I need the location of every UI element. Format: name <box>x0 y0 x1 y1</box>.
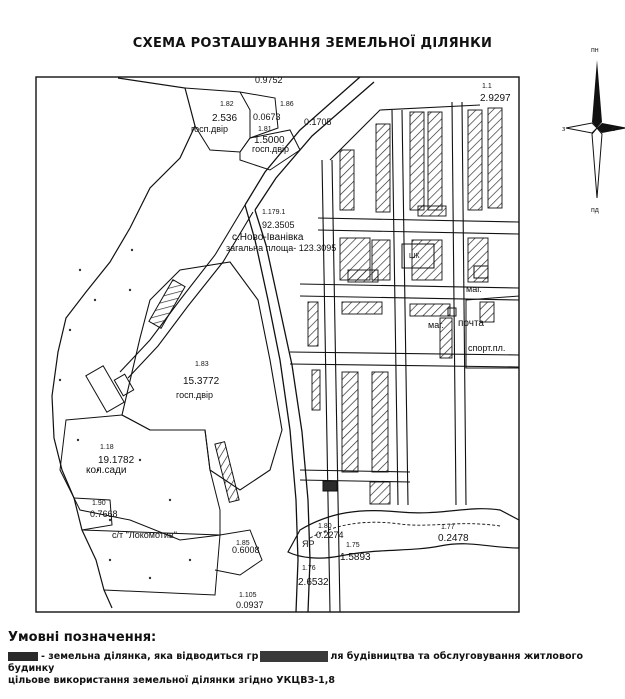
compass-rose: пн пд з с <box>562 47 625 214</box>
parcel-0673-boundary <box>239 91 279 139</box>
parcel-153772-id: 1.83 <box>195 361 209 368</box>
parcel-15000-label: госп.двір <box>252 144 289 154</box>
parcel-2536-value: 2.536 <box>212 113 237 124</box>
settlement-boundary <box>51 77 196 609</box>
parcel-191782-label: кол.сади <box>86 465 126 476</box>
parcel-06008-value: 0.6008 <box>232 545 260 555</box>
parcel-191782-boundary <box>59 414 221 541</box>
ravine-inner <box>309 521 501 539</box>
village-streets <box>289 101 520 613</box>
parcel-06008-boundary <box>214 529 263 576</box>
garden-markers <box>58 248 192 580</box>
compass-south: пд <box>591 207 599 214</box>
south-road-edge <box>254 209 311 613</box>
shop-label-1: маг. <box>466 284 482 294</box>
sport-ground-label: спорт.пл. <box>468 343 505 353</box>
parcel-02274-id: 1.80 <box>318 523 332 530</box>
legend-title: Умовні позначення: <box>8 630 157 645</box>
parcel-191782-id: 1.18 <box>100 444 114 451</box>
ravine-label: ЯР <box>302 539 315 549</box>
parcel-1705-value: 0.1705 <box>304 117 332 127</box>
legend-text-after: ля будівництва та обслуговування житлово… <box>8 651 583 674</box>
farm-building <box>113 373 135 397</box>
parcel-9752-value: 0.9752 <box>255 75 283 85</box>
main-road <box>244 76 361 206</box>
school-building <box>401 243 435 269</box>
village-id: 1.179.1 <box>262 209 285 216</box>
parcel-0673-id: 1.86 <box>280 101 294 108</box>
village-value: 92.3505 <box>262 220 295 230</box>
parcel-07668-id: 1.90 <box>92 500 106 507</box>
parcel-02274-value: 0.2274 <box>316 530 344 540</box>
parcel-153772-value: 15.3772 <box>183 376 220 387</box>
parcel-0673-value: 0.0673 <box>253 112 281 122</box>
farm-road-edge <box>127 211 254 379</box>
map-title: СХЕМА РОЗТАШУВАННЯ ЗЕМЕЛЬНОЇ ДІЛЯНКИ <box>132 36 493 51</box>
post-building <box>447 307 457 317</box>
farm-building <box>85 365 125 413</box>
main-road-edge <box>254 81 375 211</box>
legend-text-before: - земельна ділянка, яка відводиться гр <box>41 651 259 662</box>
residential-lots <box>307 107 503 505</box>
parcel-0937-value: 0.0937 <box>236 600 264 610</box>
village-total-area: загальна площа- 123.3095 <box>226 243 336 253</box>
parcel-02478-value: 0.2478 <box>438 533 469 544</box>
parcel-07668-boundary <box>73 497 113 531</box>
parcel-st-label: с/т "Локомотив" <box>112 530 177 540</box>
compass-west: з <box>562 126 565 133</box>
parcel-191782-value: 19.1782 <box>98 455 135 466</box>
sport-ground-boundary <box>465 295 520 369</box>
parcel-2536-id: 1.82 <box>220 101 234 108</box>
village-name: с.Ново-Іванівка <box>232 232 304 243</box>
parcel-15893-id: 1.75 <box>346 542 360 549</box>
parcel-15893-value: 1.5893 <box>340 552 371 563</box>
parcel-2536-label: госп.двір <box>191 124 228 134</box>
target-parcel <box>322 480 338 492</box>
farm-building <box>214 441 240 503</box>
south-road <box>244 204 299 613</box>
parcel-26532-id: 1.76 <box>302 565 316 572</box>
legend-line2: цільове використання земельної ділянки з… <box>8 675 335 686</box>
parcel-26532-value: 2.6532 <box>298 577 329 588</box>
farm-road <box>119 204 246 373</box>
compass-east: с <box>612 126 616 133</box>
parcel-29297-value: 2.9297 <box>480 93 511 104</box>
post-office-label: почта <box>458 318 484 329</box>
school-label: ШК <box>409 253 420 260</box>
parcel-15000-value: 1.5000 <box>254 135 285 146</box>
parcel-02478-id: 1.77 <box>441 524 455 531</box>
parcel-07668-value: 0.7668 <box>90 509 118 519</box>
map-labels: 0.9752 1.82 2.536 госп.двір 1.86 0.0673 … <box>86 75 511 610</box>
parcel-st-boundary <box>81 529 221 596</box>
ravine <box>287 508 520 559</box>
parcel-153772-label: госп.двір <box>176 390 213 400</box>
parcel-29297-id: 1.1 <box>482 83 492 90</box>
farm-building <box>148 279 186 329</box>
parcel-15000-id: 1.81 <box>258 126 272 133</box>
legend-swatch <box>8 652 38 661</box>
redaction-block <box>260 651 329 662</box>
parcel-06008-id: 1.85 <box>236 540 250 547</box>
shop-label-2: маг. <box>428 320 444 330</box>
parcel-0937-id: 1.105 <box>239 592 257 599</box>
shop-building <box>473 265 489 279</box>
compass-north: пн <box>591 47 599 54</box>
